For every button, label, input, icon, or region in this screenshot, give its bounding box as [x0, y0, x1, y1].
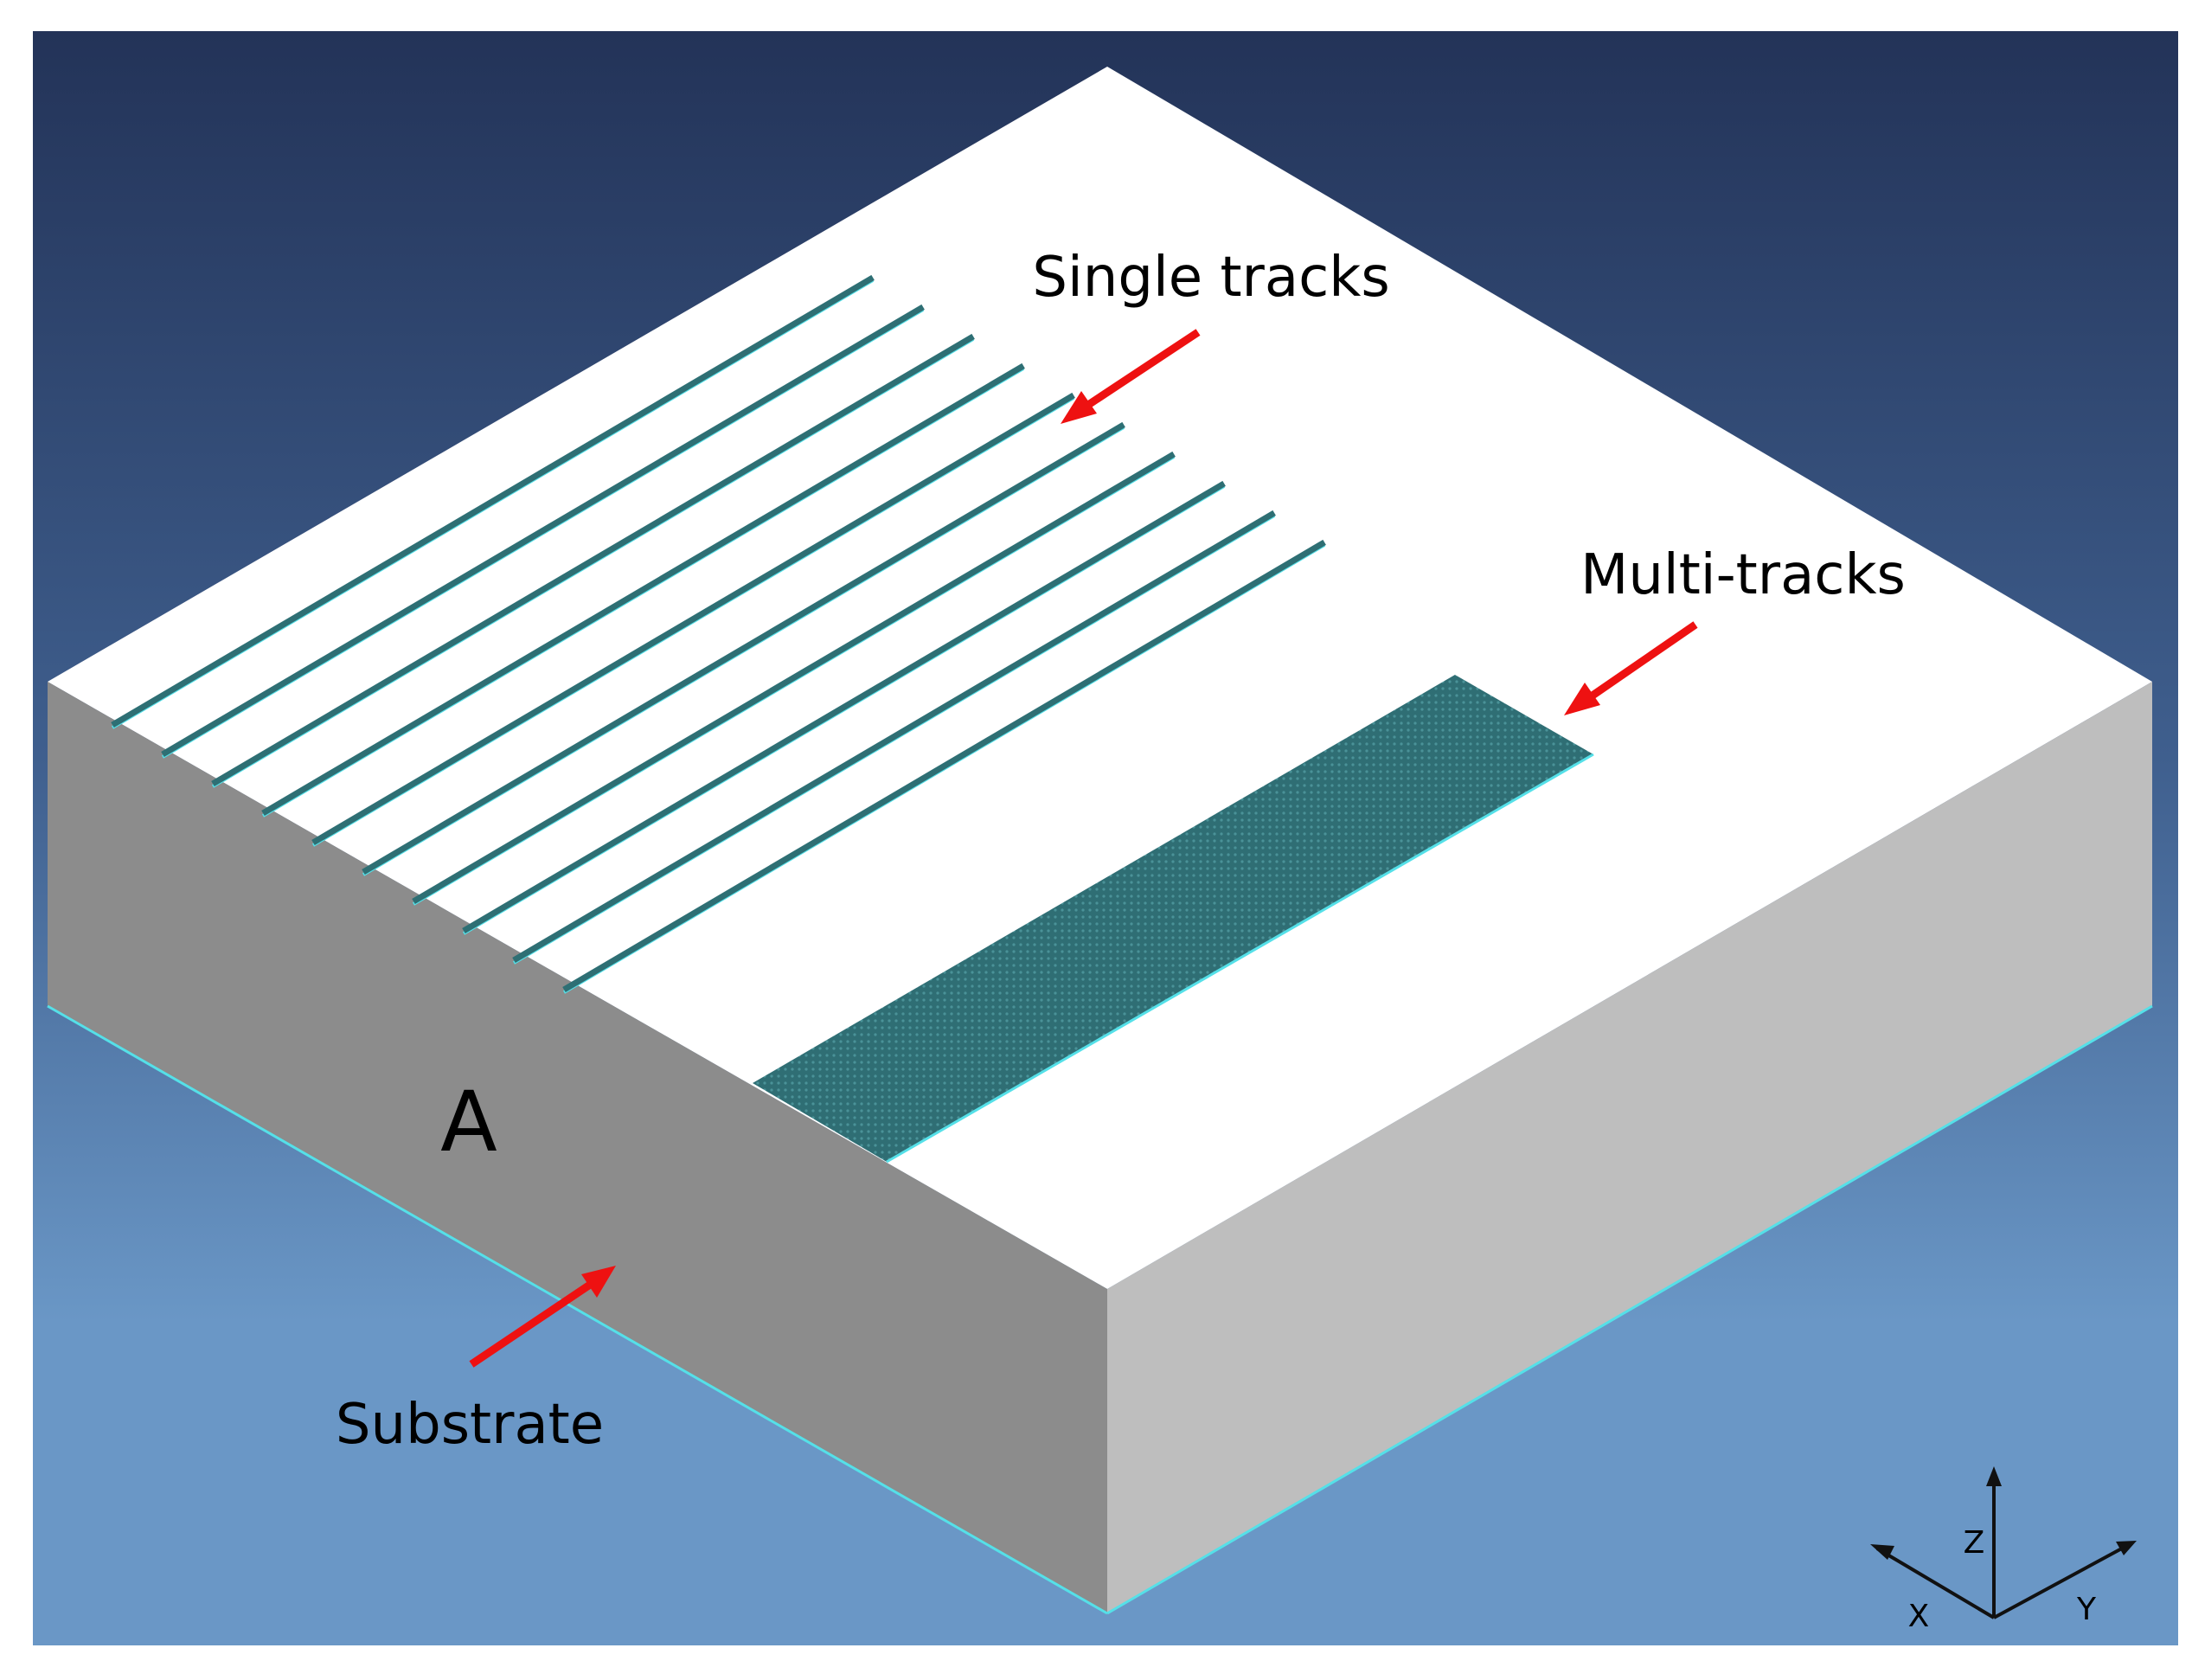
single-track	[311, 392, 1075, 846]
single-tracks-label: Single tracks	[1032, 246, 1389, 310]
substrate-left-face	[48, 682, 1107, 1613]
multi-tracks-block	[753, 675, 1593, 1162]
single-track	[562, 539, 1326, 993]
single-track	[261, 362, 1025, 817]
single-track	[111, 274, 875, 728]
single-track	[211, 333, 975, 787]
arrow-substrate	[469, 1266, 616, 1368]
substrate-bottom-edge-left	[47, 1004, 1108, 1615]
multi-tracks-label: Multi-tracks	[1580, 543, 1906, 607]
single-track	[161, 304, 925, 758]
single-track	[462, 480, 1226, 934]
arrow-multi-tracks	[1564, 621, 1698, 715]
axis-y-label: Y	[2076, 1592, 2097, 1627]
substrate-right-face	[1107, 682, 2152, 1613]
z-arrow-head	[1986, 1466, 2002, 1486]
y-arrow-head	[2116, 1541, 2137, 1555]
x-arrow-head	[1870, 1544, 1894, 1560]
substrate-label: Substrate	[336, 1393, 604, 1457]
single-track	[512, 510, 1276, 964]
single-track	[412, 451, 1176, 905]
arrow-single-tracks	[1061, 329, 1201, 424]
panel-label: A	[440, 1074, 497, 1170]
axis-z-label: Z	[1964, 1525, 1985, 1561]
axis-triad	[1875, 1473, 2131, 1619]
substrate-bottom-edge-right	[1106, 1004, 2153, 1615]
multi-tracks-edge	[886, 753, 1594, 1164]
axis-x-label: X	[1908, 1599, 1930, 1634]
single-track	[362, 421, 1125, 875]
single-tracks	[111, 274, 1326, 994]
